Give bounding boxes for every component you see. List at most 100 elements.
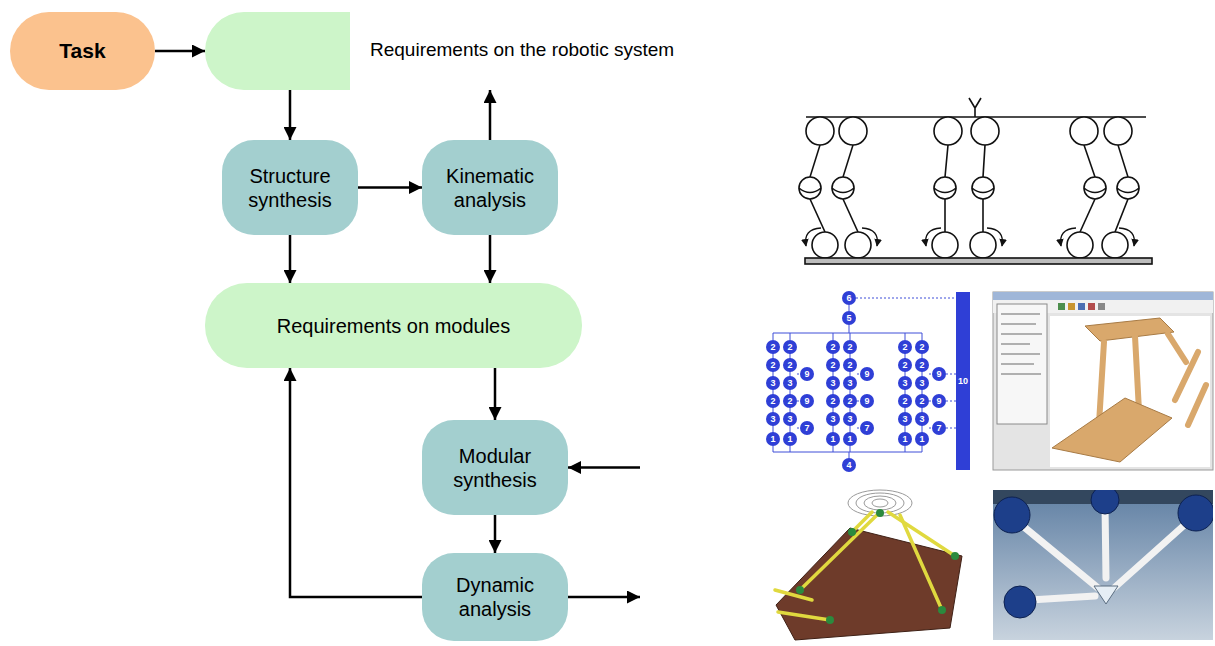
leg-link bbox=[1115, 199, 1128, 232]
graph-vertex bbox=[915, 376, 929, 390]
vertex-number: 3 bbox=[897, 376, 913, 390]
dialog-line bbox=[1001, 373, 1041, 375]
photo-arm bbox=[1105, 505, 1106, 578]
graph-link bbox=[773, 333, 774, 340]
leg-link bbox=[810, 145, 820, 177]
graph-vertex bbox=[783, 394, 797, 408]
vertex-number: 3 bbox=[825, 376, 841, 390]
revolute-joint bbox=[1102, 232, 1128, 258]
flow-arrow bbox=[358, 186, 422, 189]
graph-vertex bbox=[842, 311, 856, 325]
revolute-joint bbox=[1067, 232, 1093, 258]
graph-link bbox=[773, 446, 774, 452]
flow-arrow bbox=[489, 235, 492, 283]
dialog-line bbox=[1001, 343, 1030, 345]
photo-arm bbox=[1030, 596, 1095, 600]
vertex-number: 2 bbox=[914, 394, 930, 408]
spherical-joint bbox=[832, 177, 854, 199]
graph-vertex bbox=[766, 340, 780, 354]
node-text: Modular synthesis bbox=[434, 444, 556, 492]
graph-vertex bbox=[932, 367, 946, 381]
photo-motor bbox=[1004, 586, 1036, 618]
leg-link bbox=[810, 199, 825, 232]
leg-link bbox=[944, 199, 946, 232]
render-joint bbox=[876, 509, 884, 517]
revolute-joint bbox=[1104, 117, 1132, 145]
task-box: Task bbox=[10, 12, 155, 90]
leg-link bbox=[1118, 145, 1128, 177]
graph-link bbox=[922, 446, 923, 452]
revolute-joint bbox=[1070, 117, 1098, 145]
graph-vertex bbox=[932, 421, 946, 435]
tool-icon bbox=[1068, 303, 1075, 310]
spherical-joint bbox=[972, 177, 994, 199]
dialog-lines bbox=[1001, 314, 1042, 374]
graph-vertex bbox=[766, 394, 780, 408]
robot-photo bbox=[993, 490, 1213, 640]
node-text: Requirements on modules bbox=[277, 314, 510, 338]
tool-icon bbox=[1078, 303, 1085, 310]
vertex-number: 6 bbox=[841, 291, 857, 305]
dialog-line bbox=[1001, 353, 1040, 355]
vertex-number: 9 bbox=[931, 367, 947, 381]
robot-schematic bbox=[799, 98, 1152, 264]
spiral-turn bbox=[848, 490, 912, 516]
vertex-number: 3 bbox=[914, 376, 930, 390]
process-box: Structure synthesis bbox=[222, 140, 358, 235]
vertex-number: 1 bbox=[914, 432, 930, 446]
graph-link bbox=[849, 305, 850, 311]
photo-motor bbox=[1178, 495, 1213, 531]
graph-link bbox=[905, 333, 906, 340]
spherical-joint bbox=[799, 177, 821, 199]
node-text: Task bbox=[59, 38, 105, 63]
spherical-joint-arc bbox=[1117, 188, 1139, 193]
vertex-number: 9 bbox=[799, 394, 815, 408]
graph-vertex bbox=[898, 394, 912, 408]
graph-vertex bbox=[843, 432, 857, 446]
vertex-number: 7 bbox=[859, 421, 875, 435]
graph-link bbox=[797, 401, 800, 402]
graph-vertex bbox=[898, 358, 912, 372]
graph-vertex bbox=[766, 358, 780, 372]
dialog-panel bbox=[997, 304, 1047, 424]
graph-vertex bbox=[766, 376, 780, 390]
flow-arrow bbox=[489, 90, 492, 140]
rotation-arrow bbox=[806, 228, 821, 246]
graph-vertex bbox=[783, 432, 797, 446]
vertex-number: 1 bbox=[825, 432, 841, 446]
graph-bar bbox=[956, 292, 970, 470]
vertex-number: 9 bbox=[799, 367, 815, 381]
graph-vertex bbox=[860, 367, 874, 381]
vertex-number: 2 bbox=[914, 340, 930, 354]
graph-vertex bbox=[800, 421, 814, 435]
band-outline bbox=[205, 12, 350, 90]
graph-link bbox=[929, 428, 932, 429]
dialog-line bbox=[1001, 363, 1034, 365]
vertex-number: 2 bbox=[765, 394, 781, 408]
vertex-number: 3 bbox=[765, 376, 781, 390]
base-plate bbox=[1052, 398, 1172, 462]
render-joint bbox=[951, 552, 959, 560]
graph-link bbox=[856, 298, 956, 299]
node-text: Kinematic analysis bbox=[434, 164, 546, 212]
graph-vertex bbox=[898, 340, 912, 354]
graph-link bbox=[797, 428, 800, 429]
ground-plate bbox=[805, 258, 1152, 264]
graph-link bbox=[946, 401, 956, 402]
revolute-joint bbox=[845, 232, 871, 258]
vertex-number: 1 bbox=[897, 432, 913, 446]
graph-link bbox=[773, 452, 922, 453]
vertex-number: 3 bbox=[842, 376, 858, 390]
graph-vertex bbox=[915, 340, 929, 354]
leg-link bbox=[1084, 145, 1095, 177]
graph-vertex bbox=[915, 432, 929, 446]
render-rod bbox=[888, 512, 955, 556]
graph-vertex bbox=[783, 412, 797, 426]
top-joints bbox=[806, 117, 1132, 145]
vertex-number: 5 bbox=[841, 311, 857, 325]
photo-motors bbox=[994, 490, 1213, 618]
render-joint bbox=[848, 528, 856, 536]
graph-vertex bbox=[843, 394, 857, 408]
